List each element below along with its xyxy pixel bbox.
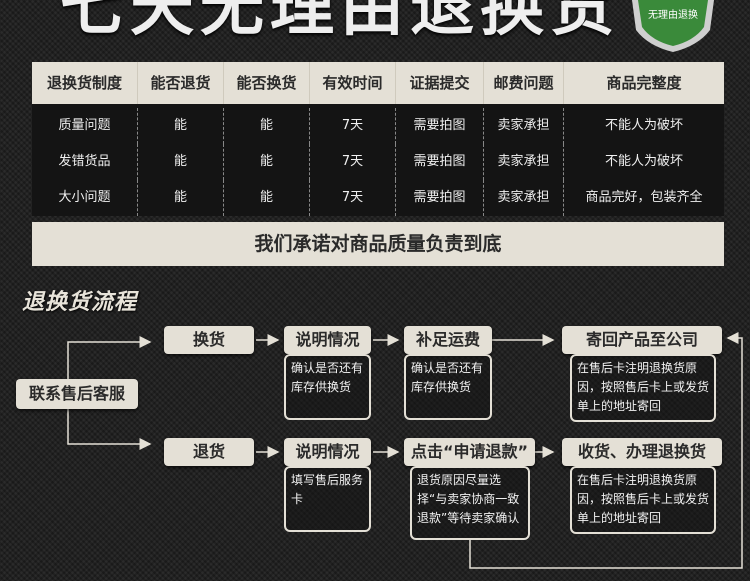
table-cell: 质量问题 <box>32 108 138 144</box>
table-cell: 能 <box>138 144 224 180</box>
refund-box: 退货 <box>164 438 254 466</box>
table-cell: 卖家承担 <box>484 108 564 144</box>
refund-apply-box: 点击“申请退款” <box>404 438 535 466</box>
exchange-explain-box: 说明情况 <box>284 326 371 354</box>
contact-support-box: 联系售后客服 <box>16 379 138 409</box>
table-cell: 商品完好，包装齐全 <box>585 190 703 205</box>
connector-line <box>469 332 743 569</box>
table-cell: 需要拍图 <box>396 108 484 144</box>
table-header: 证据提交 <box>396 62 484 104</box>
table-cell: 发错货品 <box>32 144 138 180</box>
exchange-return-box: 寄回产品至公司 <box>562 326 722 354</box>
table-row: 发错货品 能 能 7天 需要拍图 卖家承担 不能人为破坏 <box>32 144 724 180</box>
table-cell: 能 <box>224 180 310 216</box>
refund-apply-desc: 退货原因尽量选择“与卖家协商一致退款”等待卖家确认 <box>410 466 530 540</box>
exchange-return-desc: 在售后卡注明退换货原因，按照售后卡上或发货单上的地址寄回 <box>570 354 716 422</box>
refund-explain-box: 说明情况 <box>284 438 371 466</box>
table-cell: 能 <box>224 108 310 144</box>
table-body: 质量问题 能 能 7天 需要拍图 卖家承担 不能人为破坏 发错货品 能 能 7天… <box>32 104 724 216</box>
table-header: 能否换货 <box>224 62 310 104</box>
table-header: 能否退货 <box>138 62 224 104</box>
table-header-row: 退换货制度 能否退货 能否换货 有效时间 证据提交 邮费问题 商品完整度 <box>32 62 724 104</box>
refund-process-desc: 在售后卡注明退换货原因，按照售后卡上或发货单上的地址寄回 <box>570 466 716 534</box>
table-cell: 不能人为破坏 <box>604 154 683 169</box>
table-cell: 需要拍图 <box>396 144 484 180</box>
banner-title: 七天无理由退换货 <box>60 0 620 45</box>
table-row: 质量问题 能 能 7天 需要拍图 卖家承担 不能人为破坏 <box>32 104 724 144</box>
table-header: 有效时间 <box>310 62 396 104</box>
table-cell: 7天 <box>310 144 396 180</box>
exchange-explain-desc: 确认是否还有库存供换货 <box>284 354 371 420</box>
table-row: 大小问题 能 能 7天 需要拍图 卖家承担 商品完好，包装齐全 <box>32 180 724 216</box>
table-header: 商品完整度 <box>606 74 682 92</box>
exchange-shipping-desc: 确认是否还有库存供换货 <box>404 354 492 420</box>
refund-explain-desc: 填写售后服务卡 <box>284 466 371 532</box>
table-cell: 能 <box>224 144 310 180</box>
table-cell: 需要拍图 <box>396 180 484 216</box>
shield-icon <box>632 0 714 52</box>
exchange-box: 换货 <box>164 326 254 354</box>
table-cell: 7天 <box>310 108 396 144</box>
refund-process-box: 收货、办理退换货 <box>562 438 722 466</box>
table-cell: 不能人为破坏 <box>604 118 683 133</box>
table-cell: 卖家承担 <box>484 180 564 216</box>
connector-line <box>67 408 152 450</box>
quality-promise-banner: 我们承诺对商品质量负责到底 <box>32 222 724 266</box>
return-policy-table: 退换货制度 能否退货 能否换货 有效时间 证据提交 邮费问题 商品完整度 质量问… <box>32 62 724 266</box>
exchange-shipping-box: 补足运费 <box>404 326 492 354</box>
flow-section-title: 退换货流程 <box>22 290 138 315</box>
connector-line <box>67 336 152 382</box>
table-header: 邮费问题 <box>484 62 564 104</box>
table-header: 退换货制度 <box>32 62 138 104</box>
table-cell: 卖家承担 <box>484 144 564 180</box>
table-cell: 能 <box>138 108 224 144</box>
table-cell: 能 <box>138 180 224 216</box>
table-cell: 大小问题 <box>32 180 138 216</box>
shield-text: 无理由退换 <box>648 10 698 21</box>
shield-badge: 无理由退换 <box>628 0 718 52</box>
table-cell: 7天 <box>310 180 396 216</box>
